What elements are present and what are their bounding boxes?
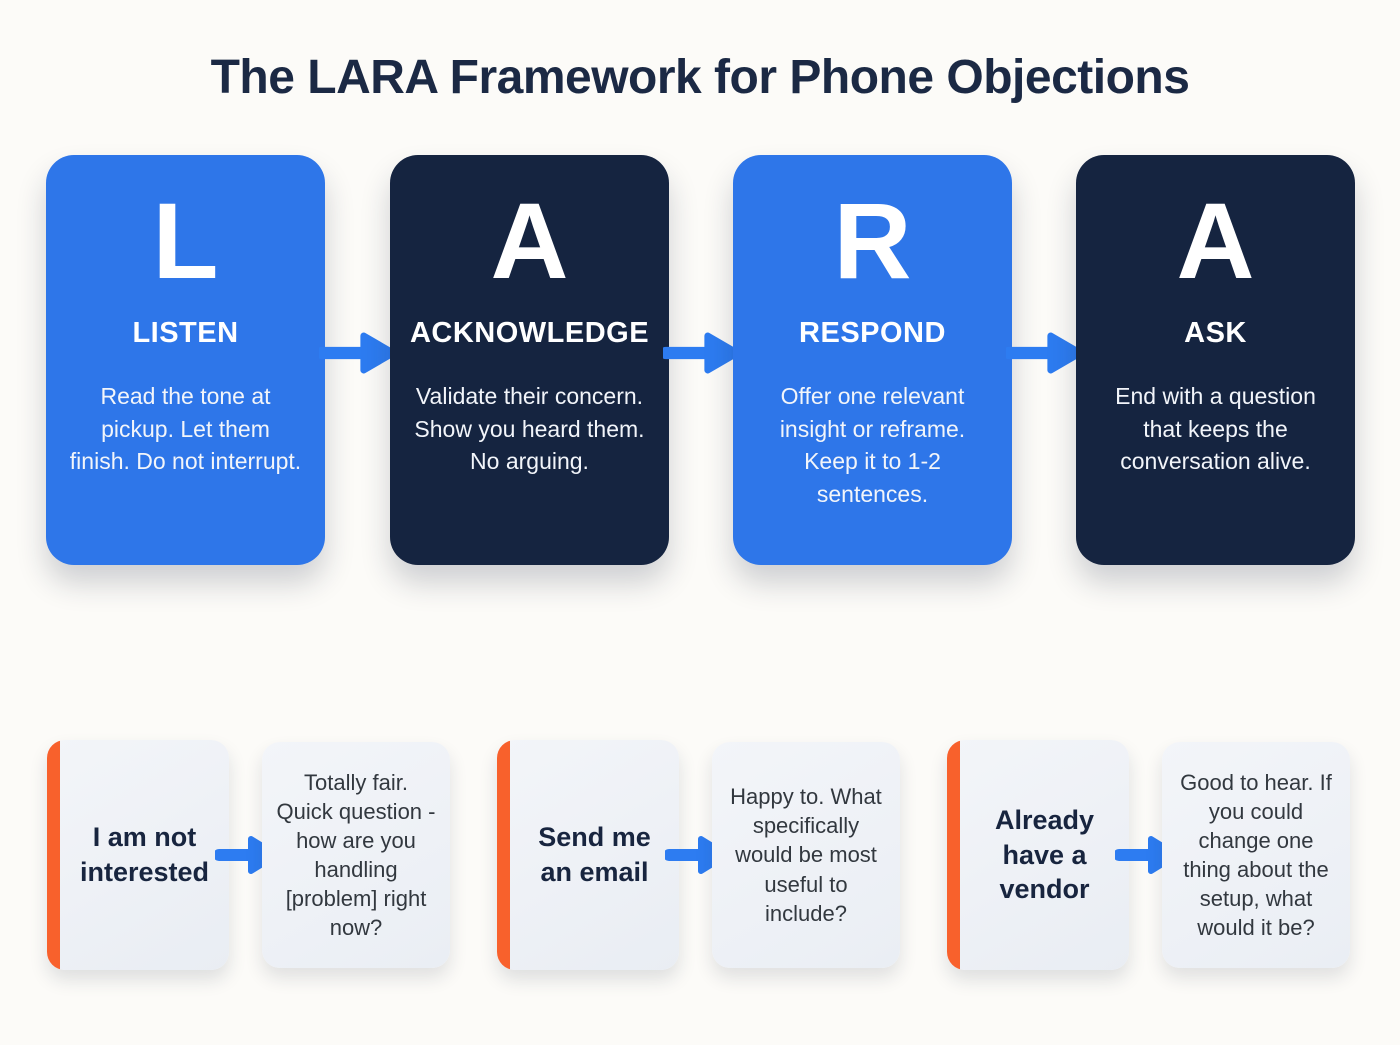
step-letter: A (1176, 180, 1255, 301)
objection-text: I am not interested (79, 822, 210, 887)
objection-card: Send me an email (497, 740, 679, 970)
orange-accent-stripe (47, 740, 60, 970)
response-card: Totally fair. Quick question - how are y… (262, 742, 450, 968)
step-description: Read the tone at pickup. Let them finish… (69, 383, 302, 475)
step-description: Validate their concern. Show you heard t… (414, 383, 645, 475)
step-name: LISTEN (132, 317, 239, 349)
step-name: ACKNOWLEDGE (409, 317, 650, 349)
step-name: RESPOND (799, 317, 946, 349)
objection-card: Already have a vendor (947, 740, 1129, 970)
response-card: Good to hear. If you could change one th… (1162, 742, 1350, 968)
step-letter: R (833, 180, 912, 301)
step-name: ASK (1184, 317, 1247, 349)
step-card-acknowledge: A ACKNOWLEDGE Validate their concern. Sh… (390, 155, 669, 565)
step-letter: L (152, 180, 219, 301)
orange-accent-stripe (497, 740, 510, 970)
orange-accent-stripe (947, 740, 960, 970)
step-card-listen: L LISTEN Read the tone at pickup. Let th… (46, 155, 325, 565)
objection-card: I am not interested (47, 740, 229, 970)
response-text: Good to hear. If you could change one th… (1180, 769, 1332, 941)
step-card-respond: R RESPOND Offer one relevant insight or … (733, 155, 1012, 565)
arrow-right-icon (663, 332, 741, 374)
arrow-right-icon (1006, 332, 1084, 374)
response-text: Totally fair. Quick question - how are y… (276, 769, 436, 941)
step-card-ask: A ASK End with a question that keeps the… (1076, 155, 1355, 565)
objection-text: Already have a vendor (994, 805, 1095, 905)
response-text: Happy to. What specifically would be mos… (730, 784, 882, 926)
step-description: Offer one relevant insight or reframe. K… (779, 383, 966, 507)
response-card: Happy to. What specifically would be mos… (712, 742, 900, 968)
page-title: The LARA Framework for Phone Objections (210, 51, 1190, 104)
step-description: End with a question that keeps the conve… (1115, 383, 1316, 475)
step-letter: A (490, 180, 569, 301)
objection-text: Send me an email (538, 822, 651, 887)
arrow-right-icon (319, 332, 397, 374)
